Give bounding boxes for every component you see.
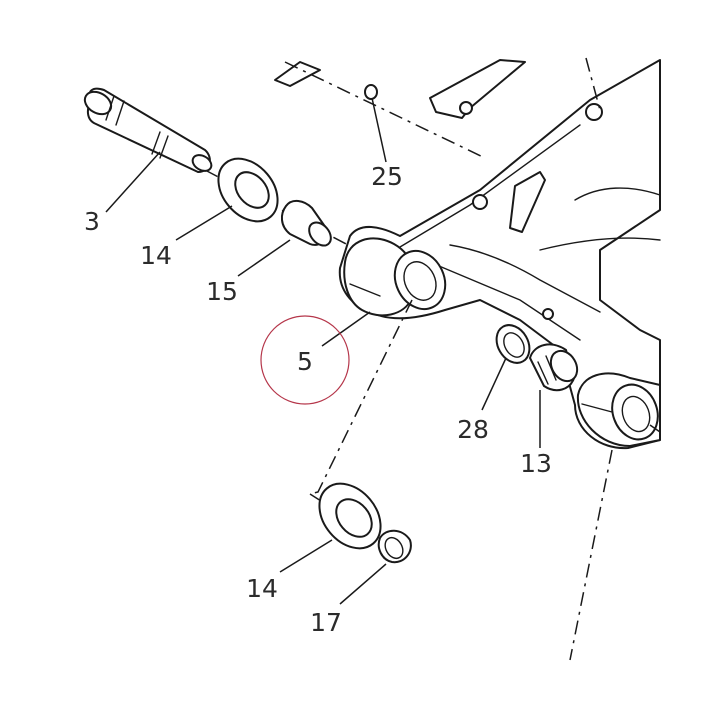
leader-14a [175,205,233,241]
needle-line-1 [537,361,549,385]
callout-14-upper: 14 [140,241,172,270]
seal-inner [503,332,525,358]
centerline-right [569,449,613,661]
leader-15 [237,239,291,277]
top-bracket-right [429,59,526,119]
needle-bearing-face [549,349,579,383]
pivot-bore-left-inner [403,261,437,301]
part-3-pivot-shaft [83,87,213,173]
leader-3 [105,151,161,213]
part-14-bearing-lower [318,482,382,550]
pivot-boss-notch [349,283,381,297]
callout-15: 15 [206,277,238,306]
swing-arm [274,59,661,450]
part-14-bearing-upper [217,157,279,223]
callout-5: 5 [297,347,313,376]
callout-25: 25 [371,162,403,191]
callout-17: 17 [310,608,342,637]
centerline-lower [309,299,413,495]
shaft-head [83,90,113,116]
callout-13: 13 [520,449,552,478]
nipple-head [364,84,378,100]
arm-contour-1 [394,124,581,251]
part-13-needle-bearing [529,343,579,392]
part-28-seal [495,324,531,364]
leader-14b [279,539,333,573]
leader-lines [105,97,541,605]
centerline-top [284,61,486,159]
callout-14-lower: 14 [246,574,278,603]
shaft-tip [191,154,213,172]
arm-contour-5 [539,237,661,251]
shaft-groove-1 [105,95,115,121]
leader-17 [339,563,387,605]
leader-5 [321,311,371,347]
arm-contour-4 [574,187,661,201]
top-bracket-left [274,61,321,87]
arm-hole [472,194,488,210]
centerline-right-axis [649,424,661,433]
spacer-inner [384,536,404,560]
leader-25 [371,97,387,163]
arm-top-bolt [585,103,603,121]
arm-contour-2 [419,257,581,341]
shaft-groove-2 [115,100,125,126]
pivot-boss-right-notch [581,403,613,413]
arm-slot [509,171,546,233]
pivot-bore-right [611,383,659,441]
shaft-groove-4 [159,135,169,159]
pivot-bore-right-inner [621,395,651,433]
callout-labels: 3 14 15 25 5 28 13 14 17 [84,162,552,637]
top-bracket-bolt [459,101,473,115]
arm-contour-3 [449,244,601,313]
callout-5-highlight-circle [260,315,350,405]
part-17-spacer [377,529,412,564]
centerline-top-right [585,57,601,111]
part-25-nipple [364,84,378,100]
arm-small-hole [542,308,554,320]
bearing-lower-inner [335,498,373,538]
callout-3: 3 [84,207,100,236]
bearing-upper-inner [234,171,270,209]
callout-28: 28 [457,415,489,444]
leader-28 [481,357,507,411]
bushing-end [308,221,332,247]
seal-outer [495,324,531,364]
shaft-groove-3 [151,131,161,155]
part-15-bushing [280,200,332,247]
needle-line-2 [545,355,557,381]
